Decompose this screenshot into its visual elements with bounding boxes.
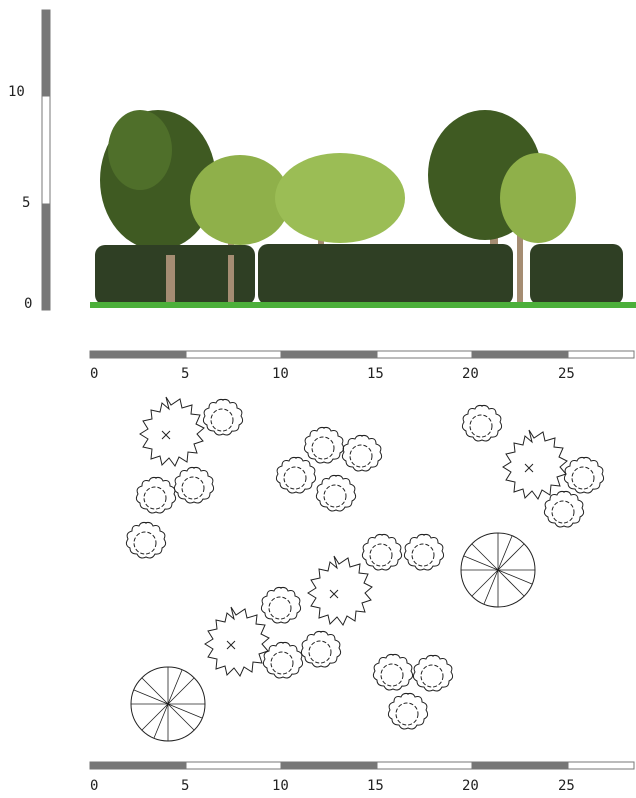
horizontal-scale-top xyxy=(89,350,635,359)
plan-tree-radial xyxy=(130,666,206,742)
hscale-bottom-label-20: 20 xyxy=(462,778,479,794)
plan-tree-radial xyxy=(460,532,536,608)
plan-shrub xyxy=(461,404,503,442)
horizontal-scale-bottom xyxy=(89,761,635,770)
elevation-view xyxy=(90,110,636,308)
plan-shrub xyxy=(202,398,244,436)
hscale-top-label-20: 20 xyxy=(462,366,479,382)
plan-tree-x xyxy=(139,396,205,467)
plan-view xyxy=(125,396,605,742)
plan-shrub xyxy=(372,653,414,691)
vscale-seg-3 xyxy=(41,203,51,311)
plan-shrub xyxy=(361,533,403,571)
hscale-bottom-label-0: 0 xyxy=(90,778,98,794)
plan-shrub xyxy=(275,456,317,494)
plan-shrub xyxy=(543,490,585,528)
plan-shrub xyxy=(387,692,429,730)
elevation-ground xyxy=(90,302,636,308)
plan-shrub xyxy=(300,630,342,668)
hscale-top-label-0: 0 xyxy=(90,366,98,382)
hscale-top-label-25: 25 xyxy=(558,366,575,382)
hscale-bottom-label-10: 10 xyxy=(272,778,289,794)
hscale-top-label-10: 10 xyxy=(272,366,289,382)
plan-tree-x xyxy=(307,555,373,626)
plan-shrub xyxy=(403,533,445,571)
vscale-seg-2 xyxy=(41,95,51,205)
hscale-top-label-15: 15 xyxy=(367,366,384,382)
plan-tree-x xyxy=(502,429,568,500)
plan-shrub xyxy=(563,456,605,494)
vscale-label-0: 0 xyxy=(24,296,32,312)
plan-tree-x xyxy=(204,606,270,677)
plan-shrub xyxy=(173,466,215,504)
plan-shrub xyxy=(315,474,357,512)
vscale-seg-1 xyxy=(41,9,51,97)
vscale-label-10: 10 xyxy=(8,84,25,100)
elevation-tree-1 xyxy=(100,110,216,304)
plan-shrub xyxy=(341,434,383,472)
hscale-top-label-5: 5 xyxy=(181,366,189,382)
hscale-bottom-label-15: 15 xyxy=(367,778,384,794)
plan-shrub xyxy=(262,641,304,679)
vertical-scale-bar xyxy=(41,9,51,311)
vscale-label-5: 5 xyxy=(22,195,30,211)
plan-shrub xyxy=(135,476,177,514)
hscale-bottom-label-5: 5 xyxy=(181,778,189,794)
plan-shrub xyxy=(303,426,345,464)
hscale-bottom-label-25: 25 xyxy=(558,778,575,794)
plan-shrub xyxy=(260,586,302,624)
plan-shrub xyxy=(125,521,167,559)
plan-shrub xyxy=(412,654,454,692)
